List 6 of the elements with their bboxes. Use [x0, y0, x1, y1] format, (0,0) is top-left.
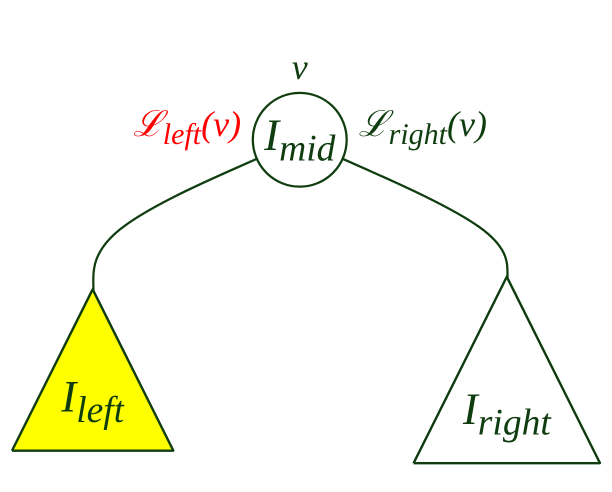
node-circle: [252, 92, 348, 188]
set-label: ℒ$_{right}$(v): [358, 106, 487, 150]
connector: [342, 158, 509, 278]
connector: [92, 158, 258, 290]
set-label: ℒ$_{left}$(v): [132, 106, 242, 150]
node-label: v: [292, 48, 308, 85]
